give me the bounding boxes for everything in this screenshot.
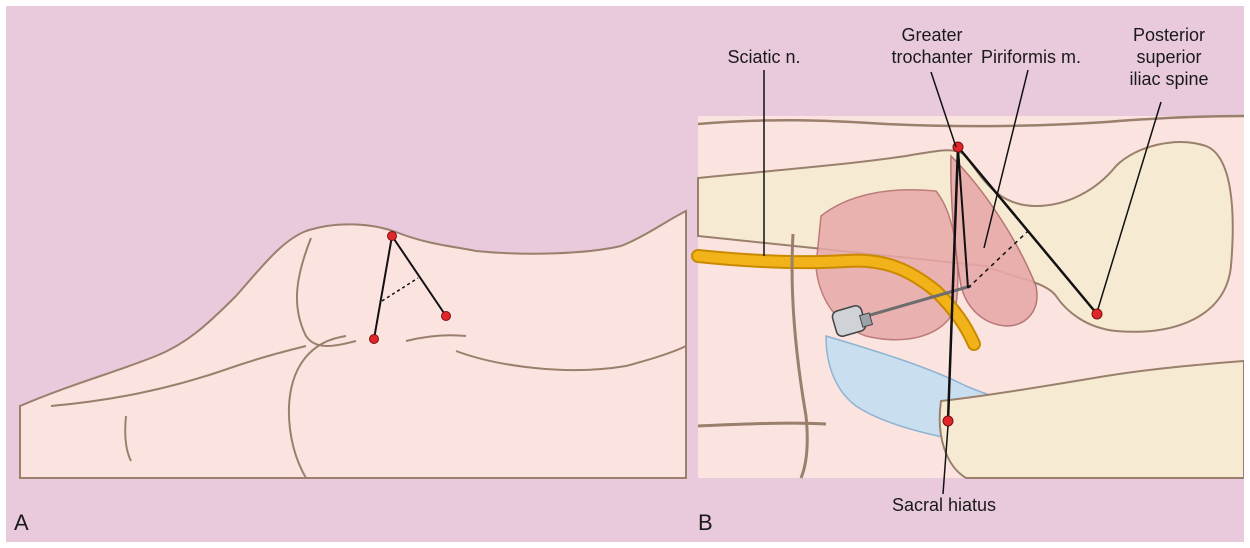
- panel-a-drawing: [20, 211, 686, 478]
- patient-body-outline: [20, 211, 686, 478]
- label-sciatic-nerve: Sciatic n.: [706, 46, 822, 68]
- landmark-sacral-hiatus-a: [370, 335, 379, 344]
- panel-letter-a: A: [14, 510, 29, 536]
- landmark-greater-trochanter-a: [388, 232, 397, 241]
- figure: Sciatic n. Greater trochanter Piriformis…: [6, 6, 1244, 542]
- label-psis: Posterior superior iliac spine: [1114, 24, 1224, 90]
- landmark-psis-b: [1092, 309, 1102, 319]
- panel-b-drawing: [698, 70, 1244, 494]
- landmark-psis-a: [442, 312, 451, 321]
- label-piriformis: Piriformis m.: [966, 46, 1096, 68]
- panel-letter-b: B: [698, 510, 713, 536]
- landmark-sacral-hiatus-b: [943, 416, 953, 426]
- label-sacral-hiatus: Sacral hiatus: [864, 494, 1024, 516]
- illustration: [6, 6, 1244, 542]
